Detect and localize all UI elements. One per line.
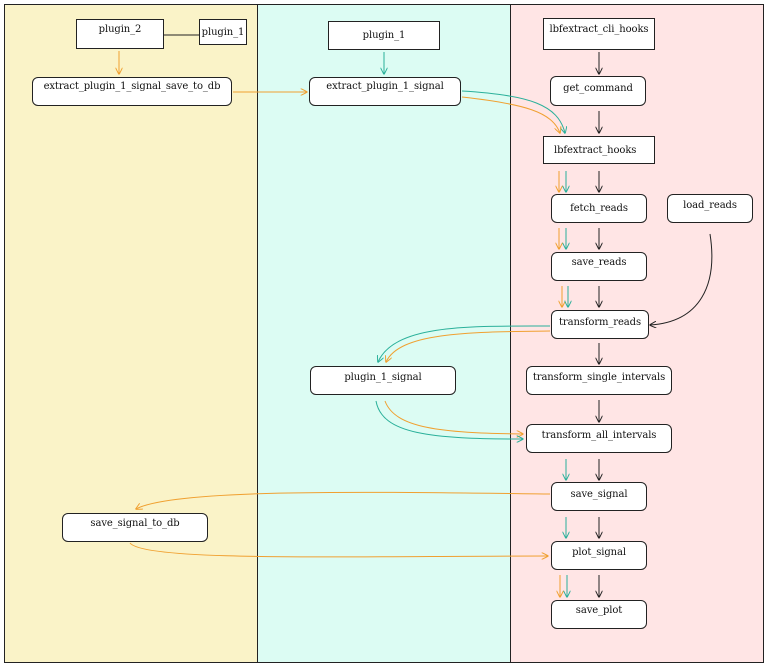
edge-plugin1-signal-all-orange (384, 400, 523, 434)
node-extract-plugin-1-signal: extract_plugin_1_signal (309, 77, 461, 106)
node-plugin-1-small: plugin_1 (199, 19, 247, 45)
lane-plugin-2 (4, 4, 258, 663)
node-plugin-1-signal: plugin_1_signal (310, 366, 456, 395)
edge-transform-plugin1-signal-teal (378, 325, 551, 362)
node-plot-signal: plot_signal (551, 541, 647, 570)
node-save-plot: save_plot (551, 600, 647, 629)
edge-extract-signal-hooks-orange (461, 96, 560, 133)
edge-save-signal-save-to-db (136, 491, 551, 509)
node-lbfextract-hooks: lbfextract_hooks (543, 136, 655, 164)
node-load-reads: load_reads (667, 194, 753, 223)
node-save-reads: save_reads (551, 252, 647, 281)
node-save-signal-to-db: save_signal_to_db (62, 513, 208, 542)
edge-load-reads-transform (650, 233, 713, 325)
node-transform-reads: transform_reads (551, 310, 649, 339)
node-lbfextract-cli-hooks: lbfextract_cli_hooks (543, 18, 655, 50)
edge-extract-signal-hooks-teal (461, 90, 565, 133)
node-get-command: get_command (550, 76, 646, 106)
node-extract-plugin-1-signal-save-to-db: extract_plugin_1_signal_save_to_db (32, 77, 232, 106)
node-transform-single-intervals: transform_single_intervals (526, 366, 672, 395)
edge-save-to-db-plot-signal (129, 542, 548, 557)
edge-plugin1-signal-all-teal (375, 400, 523, 439)
node-fetch-reads: fetch_reads (551, 194, 647, 223)
node-plugin-1: plugin_1 (328, 21, 440, 50)
node-transform-all-intervals: transform_all_intervals (526, 424, 672, 453)
node-save-signal: save_signal (551, 482, 647, 511)
edge-transform-plugin1-signal-orange (386, 330, 551, 362)
node-plugin-2: plugin_2 (76, 19, 164, 49)
